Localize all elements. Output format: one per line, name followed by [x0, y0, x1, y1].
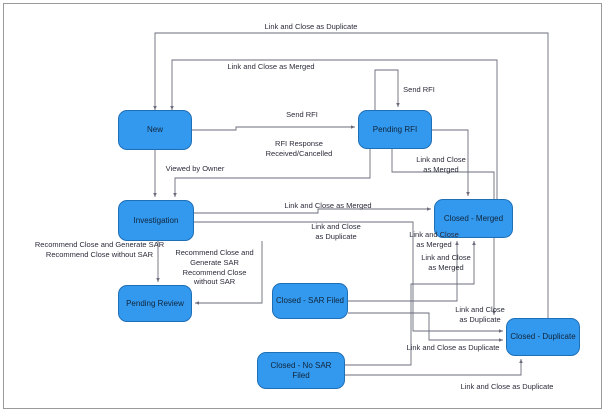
node-label: Closed - Duplicate — [510, 332, 576, 341]
edge-label-merged-top: Link and Close as Merged — [227, 62, 315, 71]
edge-review-return — [195, 241, 263, 305]
edge-label-recommend-close-right: Recommend Close and Generate SAR Recomme… — [175, 248, 254, 287]
node-closed-merged[interactable]: Closed - Merged — [434, 199, 513, 238]
node-label: New — [146, 125, 163, 134]
edge-rfi-to-dup — [391, 149, 496, 315]
edge-label-send-rfi: Send RFI — [286, 110, 318, 119]
node-label: Closed - SAR Filed — [275, 296, 345, 305]
node-investigation[interactable]: Investigation — [118, 200, 194, 241]
node-pending-review[interactable]: Pending Review — [118, 285, 192, 322]
node-label: Closed - No SAR Filed — [270, 360, 332, 380]
node-pending-rfi[interactable]: Pending RFI — [358, 110, 432, 149]
edge-nosar-to-merged — [345, 241, 476, 366]
edge-label-sar-merged: Link and Close as Merged — [409, 230, 459, 249]
edge-label-investigation-duplicate: Link and Close as Duplicate — [311, 222, 361, 241]
edge-label-investigation-merged: Link and Close as Merged — [284, 201, 372, 210]
edge-nosar-to-dup — [345, 359, 523, 376]
edge-label-duplicate-top: Link and Close as Duplicate — [264, 22, 358, 31]
edge-new-to-rfi — [192, 125, 355, 131]
diagram-frame — [3, 3, 602, 409]
node-label: Pending RFI — [372, 124, 418, 134]
node-closed-sar-filed[interactable]: Closed - SAR Filed — [272, 283, 348, 319]
edge-merged-to-new — [170, 59, 498, 199]
node-label: Pending Review — [126, 298, 184, 308]
edge-rfi-self — [374, 69, 400, 110]
node-closed-duplicate[interactable]: Closed - Duplicate — [506, 318, 580, 356]
edge-inv-to-merged — [194, 207, 431, 214]
edge-label-nosar-duplicate: Link and Close as Duplicate — [406, 343, 500, 352]
node-label: Investigation — [133, 215, 179, 225]
edge-label-recommend-close-left: Recommend Close and Generate SAR Recomme… — [34, 240, 165, 259]
edge-label-send-rfi-self: Send RFI — [403, 85, 435, 94]
edge-sar-to-dup — [348, 312, 503, 342]
node-new[interactable]: New — [118, 110, 192, 150]
edge-label-viewed-by-owner: Viewed by Owner — [165, 164, 225, 173]
edge-label-sar-duplicate: Link and Close as Duplicate — [455, 305, 505, 324]
edge-dup-to-new — [153, 32, 549, 318]
edge-inv-to-dup — [194, 221, 503, 333]
node-label: Closed - Merged — [443, 213, 504, 223]
edge-label-rfi-to-merged: Link and Close as Merged — [416, 155, 466, 174]
edge-label-bottom-duplicate: Link and Close as Duplicate — [460, 382, 554, 391]
node-closed-no-sar-filed[interactable]: Closed - No SAR Filed — [257, 352, 345, 389]
edge-label-rfi-response: RFI Response Received/Cancelled — [265, 139, 333, 158]
edge-label-nosar-merged: Link and Close as Merged — [421, 253, 471, 272]
edge-rfi-to-inv — [173, 149, 371, 197]
edge-rfi-to-merged — [432, 129, 470, 196]
edge-sar-to-merged — [348, 241, 459, 302]
